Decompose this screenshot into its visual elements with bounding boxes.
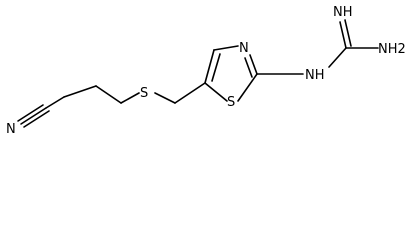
bond-cg-nh-imine-double <box>344 19 352 47</box>
bond-ch2-c5 <box>174 82 206 104</box>
bond-c4-c5-double <box>211 53 221 82</box>
atom-nh-amine: NH <box>305 68 325 83</box>
atom-s-thioether: S <box>140 86 148 101</box>
bond-s-ring-c2 <box>237 73 258 102</box>
bond-c2-n3 <box>249 54 258 75</box>
bond-nitrile-3 <box>23 110 50 128</box>
atom-n-thiazole: N <box>239 41 249 56</box>
bond-s-ch2 <box>154 92 176 104</box>
atom-labels: N S N S NH NH2 NH <box>6 5 406 136</box>
atom-n-nitrile: N <box>6 122 16 136</box>
atom-s-thiazole: S <box>227 95 235 110</box>
bond-nh-cg <box>328 47 347 68</box>
atom-nh-imine: NH <box>333 5 353 20</box>
bond-n3-c4 <box>213 45 239 51</box>
chemical-structure: N S N S NH NH2 NH <box>6 5 406 136</box>
bond-nitrile-1 <box>20 107 47 125</box>
bond-c1-c2 <box>45 96 65 109</box>
bond-c4-c5 <box>204 49 215 84</box>
bond-nitrile-2 <box>17 104 44 122</box>
bond-c3-c4 <box>95 85 122 104</box>
bond-c2-n3-double <box>244 57 253 78</box>
atom-nh2: NH2 <box>378 42 406 57</box>
bond-cg-nh-imine <box>339 21 347 49</box>
bonds <box>17 19 379 128</box>
bond-c5-s-ring <box>204 82 228 102</box>
bond-c4-s <box>120 92 140 104</box>
bond-c2-c3 <box>63 85 97 98</box>
